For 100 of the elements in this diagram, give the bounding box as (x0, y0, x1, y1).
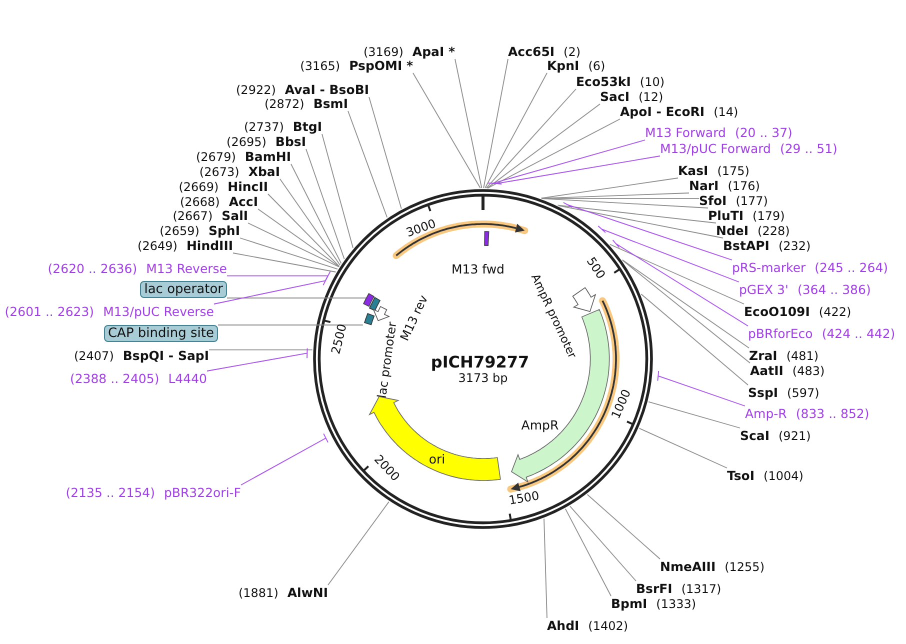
site-position: (175) (717, 164, 750, 178)
leader-line (208, 349, 313, 350)
site-position: (2667) (172, 209, 213, 223)
primer-range: (2135 .. 2154) (66, 485, 155, 500)
site-position: (2673) (199, 165, 240, 179)
leader-line (638, 428, 728, 468)
enzyme-name: PspOMI * (349, 58, 413, 73)
site-position: (232) (778, 239, 811, 253)
leader-line (648, 401, 740, 428)
site-position: (422) (818, 305, 852, 319)
primer-name: Amp-R (745, 406, 787, 421)
primer-name: M13 Forward (645, 125, 726, 140)
leader-line (454, 58, 482, 188)
enzyme-name: HincII (228, 179, 268, 194)
leader-line (487, 118, 620, 189)
leader-line (541, 198, 700, 199)
site-position: (1333) (656, 597, 696, 611)
enzyme-name: NdeI (716, 223, 749, 238)
enzyme-name: Eco53kI (576, 74, 631, 89)
enzyme-name: NmeAIII (660, 559, 716, 574)
site-position: (12) (638, 90, 664, 104)
primer-range: (364 .. 386) (797, 282, 871, 297)
enzyme-name: ZraI (749, 348, 778, 363)
enzyme-name: SspI (748, 385, 778, 400)
plasmid-size: 3173 bp (458, 371, 508, 385)
plasmid-name: pICH79277 (430, 352, 530, 372)
feature-label: AmpR (521, 417, 559, 432)
primer-name: M13 Reverse (146, 261, 227, 276)
enzyme-name: XbaI (248, 164, 280, 179)
leader-line (586, 494, 660, 560)
enzyme-name: AccI (228, 194, 258, 209)
primer-name: pGEX 3' (739, 282, 788, 297)
leader-line (609, 244, 744, 304)
enzyme-name: SalI (222, 208, 248, 223)
enzyme-name: AhdI (547, 618, 580, 633)
site-position: (2669) (178, 180, 219, 194)
feature-tag: lac operator (140, 281, 227, 298)
site-position: (2659) (160, 224, 200, 238)
enzyme-name: BsrFI (636, 581, 672, 596)
leader-line (258, 208, 340, 268)
leader-line (622, 259, 750, 348)
site-position: (481) (786, 349, 819, 363)
leader-line (558, 205, 724, 238)
leader-line (598, 226, 740, 282)
site-position: (597) (787, 386, 820, 400)
site-position: (2695) (226, 135, 266, 149)
primer-range: (2620 .. 2636) (48, 261, 138, 276)
primer-range: (20 .. 37) (734, 125, 792, 140)
enzyme-name: ApoI - EcoRI (620, 104, 705, 119)
enzyme-name: HindIII (186, 238, 233, 253)
site-position: (176) (728, 179, 760, 193)
leader-line (206, 348, 308, 372)
leader-line (491, 156, 660, 184)
enzyme-name: BstAPI (723, 238, 770, 253)
enzyme-name: AlwNI (287, 585, 328, 600)
enzyme-name: BamHI (244, 149, 291, 164)
leader-line (240, 238, 338, 270)
site-position: (14) (714, 105, 738, 119)
site-position: (2668) (180, 195, 220, 209)
feature-label: M13 rev (397, 293, 431, 343)
site-position: (2737) (244, 120, 284, 134)
leader-line (640, 294, 748, 386)
enzyme-name: EcoO109I (744, 304, 810, 319)
enzyme-name: SphI (208, 223, 240, 238)
leader-line (280, 178, 341, 266)
enzyme-name: TsoI (727, 468, 755, 483)
leader-line (544, 518, 548, 618)
primer-name: pBRforEco (748, 326, 813, 341)
enzyme-name: SacI (600, 89, 630, 104)
leader-line (484, 72, 548, 188)
site-position: (2679) (196, 150, 236, 164)
leader-line (248, 222, 340, 268)
enzyme-name: BbsI (275, 134, 306, 149)
leader-line (657, 370, 746, 406)
leader-line (218, 324, 364, 326)
enzyme-name: NarI (689, 178, 719, 193)
site-position: (2) (564, 45, 581, 59)
leader-line (542, 198, 708, 208)
tick-label: 1500 (507, 488, 540, 508)
site-position: (921) (778, 429, 811, 443)
feature-label: ori (428, 451, 446, 466)
primer-range: (2601 .. 2623) (4, 304, 94, 319)
leader-line (232, 252, 336, 272)
enzyme-name: SfoI (699, 193, 727, 208)
site-position: (179) (752, 209, 785, 223)
enzyme-name: BspQI - SapI (122, 348, 209, 363)
leader-line (557, 204, 716, 224)
enzyme-name: KpnI (547, 58, 580, 73)
leader-line (486, 104, 600, 189)
site-position: (483) (792, 364, 825, 378)
enzyme-name: Acc65I (508, 44, 555, 59)
site-position: (2407) (74, 349, 114, 363)
tick-label: 1000 (608, 387, 634, 421)
site-position: (2922) (236, 83, 276, 97)
feature-tag: CAP binding site (104, 325, 218, 342)
leader-line (622, 260, 750, 364)
leader-line (541, 192, 690, 199)
site-position: (228) (758, 224, 790, 238)
enzyme-name: AatII (750, 363, 784, 378)
site-position: (1004) (764, 469, 804, 483)
